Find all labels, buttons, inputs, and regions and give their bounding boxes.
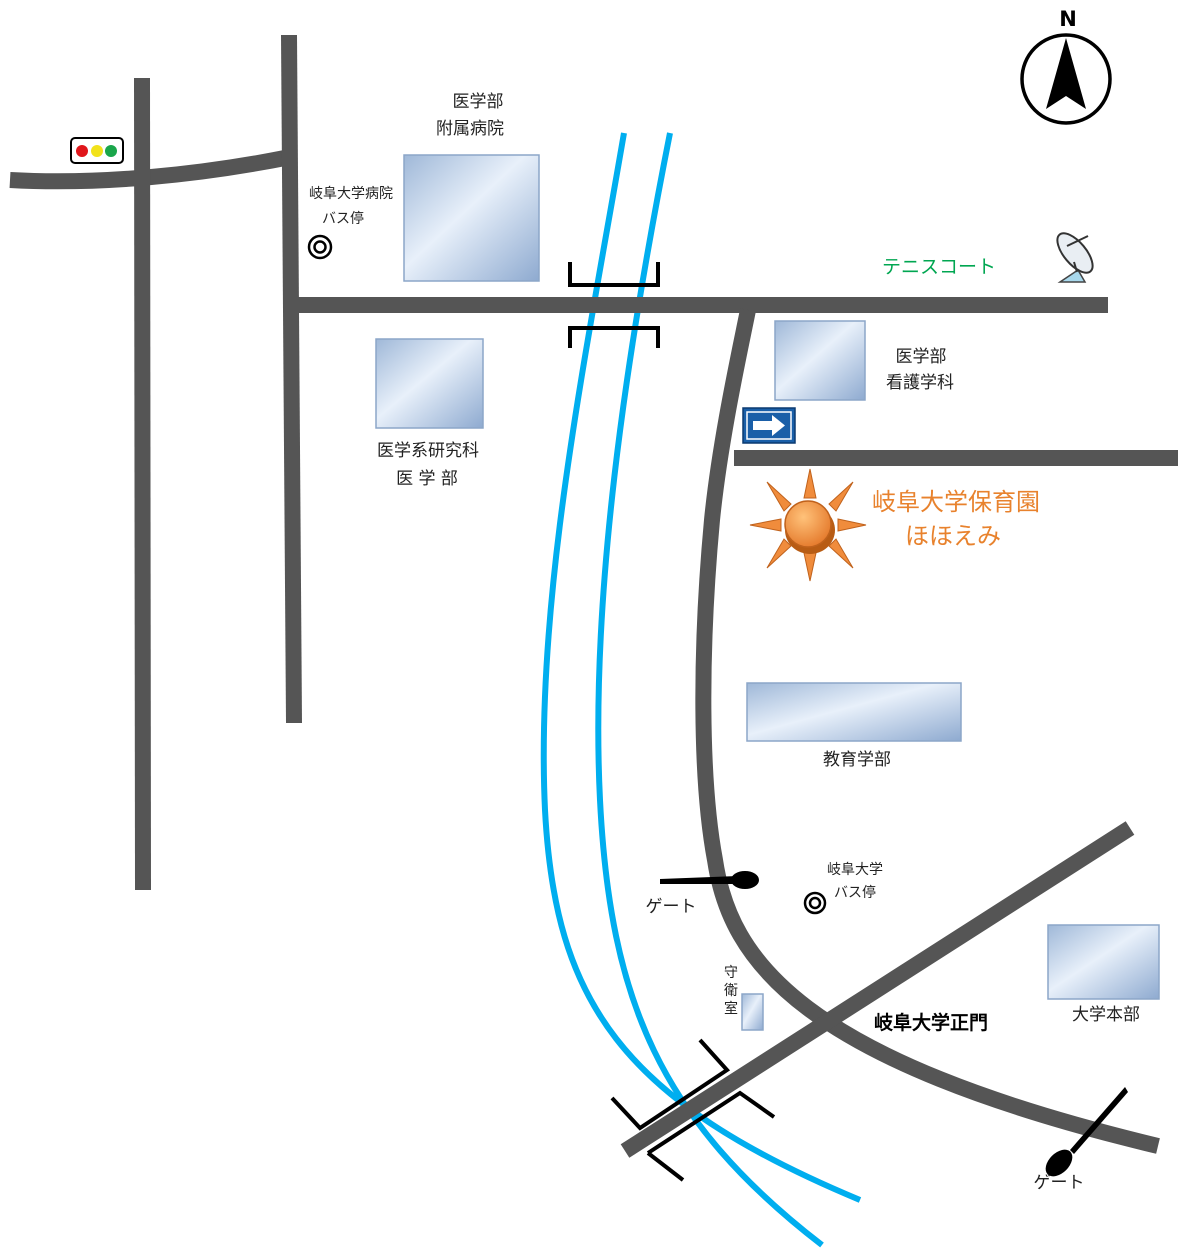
label-medgrad: 医 学 部 — [396, 469, 458, 489]
label-guardroom: 守 — [724, 965, 738, 981]
label-main-gate: 岐阜大学正門 — [874, 1011, 988, 1034]
bus-stop-icon — [803, 891, 827, 915]
label-tennis: テニスコート — [882, 256, 996, 278]
bridge-north — [568, 262, 660, 348]
sun-icon — [749, 468, 867, 582]
compass-letter: N — [1059, 7, 1077, 31]
label-nursing: 医学部 — [896, 347, 947, 367]
gate-right-icon — [1045, 1087, 1128, 1177]
label-medgrad: 医学系研究科 — [377, 441, 479, 461]
building-education — [746, 682, 962, 742]
bus-stop-icon — [307, 234, 333, 260]
road-west-ns — [134, 77, 151, 891]
label-gate-left: ゲート — [646, 897, 697, 917]
label-hospital-bus: 岐阜大学病院 — [309, 185, 393, 202]
label-nursery: 岐阜大学保育園 — [872, 488, 1040, 516]
road-hospital-ns — [281, 34, 302, 724]
roads — [9, 34, 1178, 1158]
buildings — [375, 154, 1160, 1031]
building-hospital — [403, 154, 540, 282]
label-education: 教育学部 — [823, 750, 891, 770]
north-compass-icon: N — [1020, 7, 1112, 125]
label-headquarters: 大学本部 — [1072, 1005, 1140, 1025]
building-medgrad — [375, 338, 484, 429]
label-nursing: 看護学科 — [886, 373, 954, 393]
label-univ-bus: バス停 — [834, 884, 876, 901]
bridge-south — [610, 1038, 776, 1182]
label-hospital: 医学部 — [453, 92, 504, 112]
label-univ-bus: 岐阜大学 — [827, 861, 883, 878]
one-way-arrow-sign — [742, 407, 796, 444]
building-guardroom — [741, 993, 764, 1031]
building-headquarters — [1047, 924, 1160, 1000]
label-hospital-bus: バス停 — [322, 210, 364, 227]
label-nursery: ほほえみ — [905, 522, 1001, 550]
label-guardroom: 衛 — [724, 983, 738, 999]
building-nursing — [774, 320, 866, 401]
traffic-light-icon — [70, 137, 124, 164]
road-main-curve — [695, 308, 1160, 1154]
satellite-dish-icon — [1056, 232, 1094, 283]
label-gate-right: ゲート — [1034, 1173, 1085, 1193]
gate-left-icon — [660, 871, 759, 889]
map-labels: 医学部 附属病院 岐阜大学病院 バス停 テニスコート 医学部 看護学科 医学系研… — [309, 92, 1140, 1193]
river — [540, 132, 862, 1248]
label-guardroom: 室 — [724, 1000, 738, 1017]
road-diagonal — [620, 821, 1135, 1158]
label-hospital: 附属病院 — [436, 119, 504, 139]
